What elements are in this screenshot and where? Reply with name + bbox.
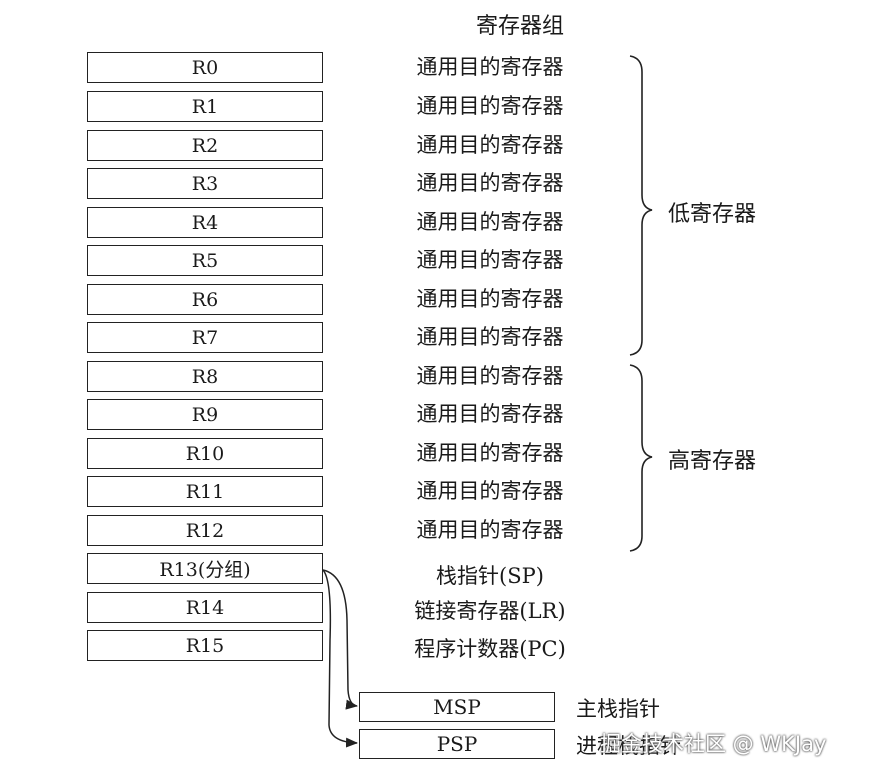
- register-r5: R5: [87, 245, 323, 276]
- register-desc-r14: 链接寄存器(LR): [414, 599, 566, 623]
- low-registers-label: 低寄存器: [668, 202, 757, 227]
- register-r11: R11: [87, 476, 323, 507]
- register-desc-r1: 通用目的寄存器: [416, 94, 564, 118]
- register-r3: R3: [87, 168, 323, 199]
- register-desc-r5: 通用目的寄存器: [416, 248, 564, 272]
- psp-arrow: [322, 569, 358, 748]
- register-desc-r7: 通用目的寄存器: [416, 325, 564, 349]
- register-r15: R15: [87, 630, 323, 661]
- psp-label: 进程栈指针: [576, 734, 681, 758]
- register-r14: R14: [87, 592, 323, 623]
- psp-box: PSP: [359, 729, 555, 759]
- register-desc-r0: 通用目的寄存器: [416, 55, 564, 79]
- register-desc-r11: 通用目的寄存器: [416, 479, 564, 503]
- register-desc-r12: 通用目的寄存器: [416, 518, 564, 542]
- msp-arrow: [322, 569, 358, 710]
- register-desc-r3: 通用目的寄存器: [416, 171, 564, 195]
- msp-box: MSP: [359, 692, 555, 722]
- register-desc-r8: 通用目的寄存器: [416, 364, 564, 388]
- register-r1: R1: [87, 91, 323, 122]
- register-desc-r9: 通用目的寄存器: [416, 402, 564, 426]
- watermark: 掘金技术社区 @ WKJay: [600, 732, 827, 756]
- register-desc-r4: 通用目的寄存器: [416, 210, 564, 234]
- register-r2: R2: [87, 130, 323, 161]
- register-r6: R6: [87, 284, 323, 315]
- register-r7: R7: [87, 322, 323, 353]
- register-desc-r6: 通用目的寄存器: [416, 287, 564, 311]
- register-r8: R8: [87, 361, 323, 392]
- register-r12: R12: [87, 515, 323, 546]
- register-r9: R9: [87, 399, 323, 430]
- register-desc-r15: 程序计数器(PC): [414, 637, 566, 661]
- register-r0: R0: [87, 52, 323, 83]
- register-r13: R13(分组): [87, 553, 323, 584]
- high-registers-brace: [629, 364, 653, 552]
- register-desc-r2: 通用目的寄存器: [416, 133, 564, 157]
- register-desc-r13: 栈指针(SP): [436, 564, 544, 588]
- msp-label: 主栈指针: [576, 697, 660, 721]
- register-r4: R4: [87, 207, 323, 238]
- low-registers-brace: [629, 55, 653, 356]
- diagram-title: 寄存器组: [475, 14, 564, 39]
- register-r10: R10: [87, 438, 323, 469]
- register-desc-r10: 通用目的寄存器: [416, 441, 564, 465]
- high-registers-label: 高寄存器: [668, 449, 757, 474]
